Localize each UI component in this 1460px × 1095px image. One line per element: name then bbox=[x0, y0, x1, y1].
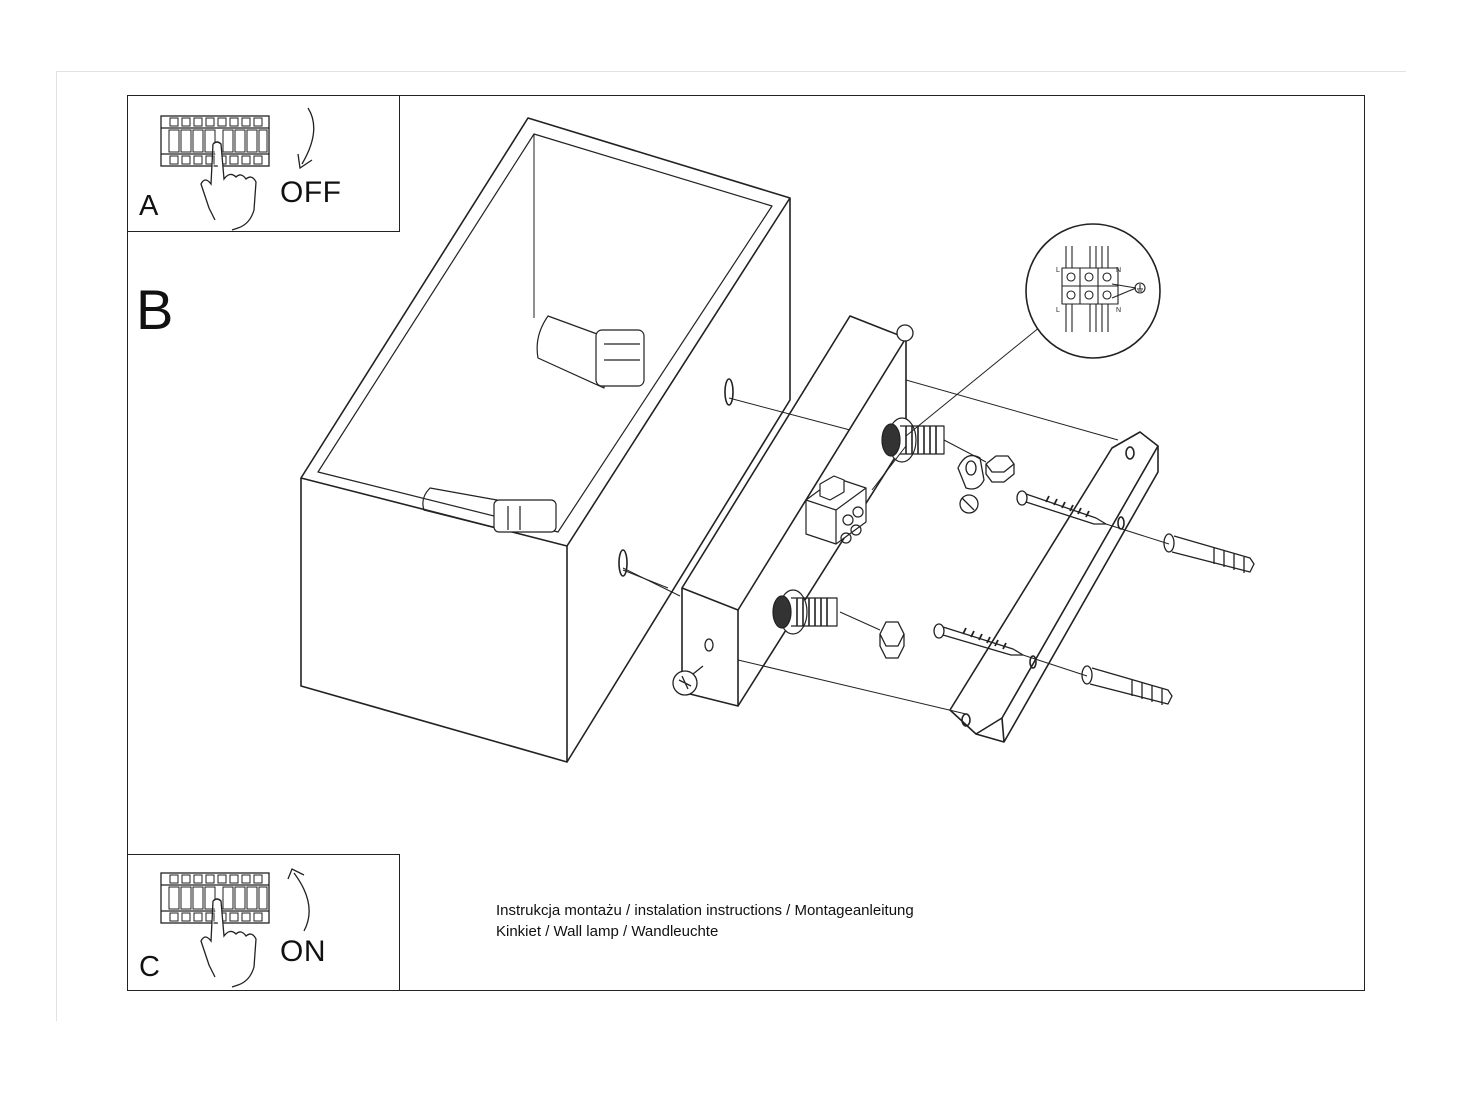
circuit-breaker-icon bbox=[160, 872, 270, 924]
wiring-label-l-bottom: L bbox=[1056, 307, 1060, 314]
wiring-label-n-bottom: N bbox=[1116, 307, 1121, 314]
step-c-panel: C ON bbox=[127, 854, 400, 991]
plate-screw bbox=[672, 324, 914, 696]
curved-arrow-up-icon bbox=[287, 868, 310, 932]
wall-plug-upper bbox=[1163, 533, 1255, 573]
caption-line-1: Instrukcja montażu / instalation instruc… bbox=[496, 902, 914, 919]
step-a-off-label: OFF bbox=[280, 176, 342, 209]
step-a-panel: A OFF bbox=[127, 95, 400, 232]
nut-lower bbox=[879, 621, 905, 659]
mount-hole-upper bbox=[724, 378, 734, 406]
hand-icon bbox=[200, 898, 257, 988]
page-rule-top bbox=[56, 71, 1406, 72]
terminal-block bbox=[805, 475, 867, 545]
step-c-letter: C bbox=[139, 951, 160, 983]
mounting-plate bbox=[681, 315, 907, 707]
wiring-label-l-top: L bbox=[1056, 267, 1060, 274]
threaded-rod-upper bbox=[881, 417, 945, 463]
wiring-label-n-top: N bbox=[1116, 267, 1121, 274]
ground-washer bbox=[957, 454, 985, 514]
step-c-illustration bbox=[160, 868, 310, 988]
step-a-letter: A bbox=[139, 190, 159, 222]
step-c-on-label: ON bbox=[280, 935, 326, 968]
bulb-holder-upper bbox=[536, 315, 645, 389]
step-b-letter: B bbox=[136, 278, 174, 341]
step-a-illustration bbox=[160, 107, 315, 231]
circuit-breaker-icon bbox=[160, 115, 270, 167]
curved-arrow-down-icon bbox=[297, 107, 315, 170]
diagram-frame bbox=[127, 95, 1365, 991]
page-rule-left bbox=[56, 71, 57, 1021]
bulb-holder-lower bbox=[422, 487, 557, 533]
nut-upper bbox=[985, 455, 1015, 483]
wall-plug-lower bbox=[1081, 665, 1173, 705]
hand-icon bbox=[200, 141, 257, 231]
wiring-detail-callout bbox=[1025, 223, 1161, 359]
lamp-body bbox=[300, 117, 791, 763]
caption-line-2: Kinkiet / Wall lamp / Wandleuchte bbox=[496, 923, 719, 940]
ground-symbol-icon bbox=[1134, 282, 1146, 294]
instructions-caption: Instrukcja montażu / instalation instruc… bbox=[496, 900, 914, 942]
threaded-rod-lower bbox=[772, 589, 838, 635]
mount-hole-lower bbox=[618, 549, 628, 577]
